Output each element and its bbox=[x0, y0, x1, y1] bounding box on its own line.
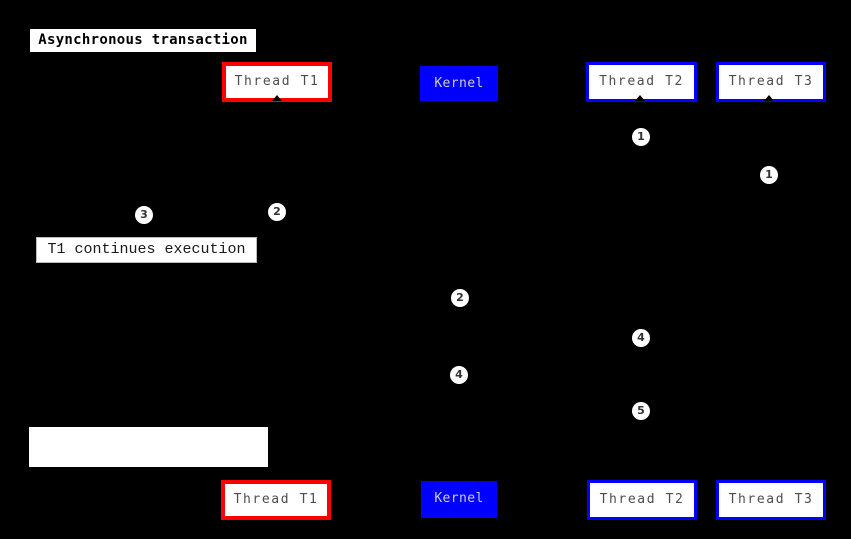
participant-thread-t1-bottom: Thread T1 bbox=[221, 480, 331, 520]
step-marker-1-thread-t2: 1 bbox=[632, 128, 650, 146]
lifeline-arrowhead-icon bbox=[764, 95, 774, 101]
step-marker-2-thread-t1: 2 bbox=[268, 203, 286, 221]
step-marker-2-kernel: 2 bbox=[451, 289, 469, 307]
participant-kernel-bottom: Kernel bbox=[421, 481, 497, 518]
participant-thread-t3-bottom: Thread T3 bbox=[716, 480, 826, 520]
step-marker-3-thread-t1: 3 bbox=[135, 206, 153, 224]
lifeline-arrowhead-icon bbox=[272, 95, 282, 101]
lifeline-arrowhead-icon bbox=[635, 95, 645, 101]
step-marker-4-kernel: 4 bbox=[450, 366, 468, 384]
participant-thread-t2-bottom: Thread T2 bbox=[587, 480, 697, 520]
participant-kernel-top: Kernel bbox=[420, 66, 498, 101]
note-t1-continues-execution: T1 continues execution bbox=[36, 237, 257, 263]
diagram-title: Asynchronous transaction bbox=[30, 29, 256, 52]
step-marker-5-thread-t2: 5 bbox=[632, 402, 650, 420]
step-marker-1-thread-t3: 1 bbox=[760, 166, 778, 184]
note-empty bbox=[29, 427, 268, 467]
step-marker-4-thread-t2: 4 bbox=[632, 329, 650, 347]
